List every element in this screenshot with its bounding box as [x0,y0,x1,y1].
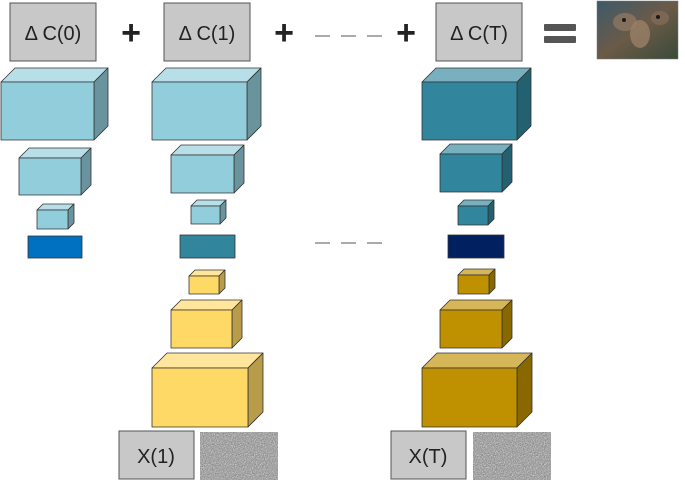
colt-encoder-block-2-top [439,143,513,155]
col1-bottleneck [179,234,236,259]
col0-encoder-block-3 [36,203,75,230]
network-stacks [0,67,533,428]
plus-sign-2: + [274,14,294,52]
colt-decoder-block-1-front [457,274,490,295]
delta-ct-box: Δ C(T) [435,2,523,62]
plus-sign-3: + [396,14,416,52]
colt-encoder-block-3-front [457,205,489,226]
col1-decoder-block-2-top [170,299,243,311]
colt-decoder-block-3-front [421,367,518,428]
col1-decoder-block-2-front [170,309,233,349]
delta-c1-label: Δ C(1) [179,23,236,45]
col1-encoder-block-2-top [170,144,245,156]
equals-sign [544,24,576,43]
plus-sign-1: + [121,14,141,52]
colt-decoder-block-2 [439,299,513,349]
col0-bottleneck [27,235,83,259]
noise-image-1 [200,432,278,480]
col0-encoder-block-1-front [0,81,95,141]
col1-decoder-block-3-top [151,352,264,369]
col0-encoder-block-1 [0,67,109,141]
colt-bottleneck [447,234,505,259]
colt-decoder-block-2-front [439,309,503,349]
colt-encoder-block-2 [439,143,513,193]
colt-encoder-block-1-front [421,81,518,141]
colt-encoder-block-2-front [439,153,503,193]
col0-encoder-block-1-top [0,67,109,83]
col0-encoder-block-3-front [36,209,69,230]
col0-encoder-block-2-front [18,157,82,196]
x1-label: X(1) [137,446,175,468]
delta-c1-box: Δ C(1) [163,2,251,62]
col1-decoder-block-1 [188,269,226,295]
colt-decoder-block-3 [421,352,533,428]
col1-encoder-block-3 [190,199,227,225]
delta-ct-label: Δ C(T) [450,23,508,45]
delta-c0-label: Δ C(0) [25,23,82,45]
colt-encoder-block-1-top [421,67,532,83]
col1-encoder-block-1-front [151,81,248,141]
xt-box: X(T) [390,430,467,480]
colt-encoder-block-3 [457,199,495,226]
col1-encoder-block-1-top [151,67,262,83]
col0-encoder-block-2-top [18,147,92,159]
col1-decoder-block-1-front [188,275,220,295]
colt-decoder-block-1 [457,268,496,295]
col1-encoder-block-3-front [190,205,221,225]
colt-decoder-block-2-top [439,299,513,311]
col1-decoder-block-2 [170,299,243,349]
delta-c0-box: Δ C(0) [9,2,97,62]
colt-encoder-block-1 [421,67,532,141]
col0-encoder-block-2 [18,147,92,196]
x1-box: X(1) [118,430,195,480]
col1-decoder-block-3 [151,352,264,428]
output-image-thumbnail [596,0,679,60]
xt-label: X(T) [409,446,448,468]
col1-encoder-block-2 [170,144,245,194]
col1-encoder-block-1 [151,67,262,141]
col1-decoder-block-3-front [151,367,249,428]
colt-decoder-block-3-top [421,352,533,369]
noise-image-t [473,432,551,480]
col1-encoder-block-2-front [170,154,235,194]
